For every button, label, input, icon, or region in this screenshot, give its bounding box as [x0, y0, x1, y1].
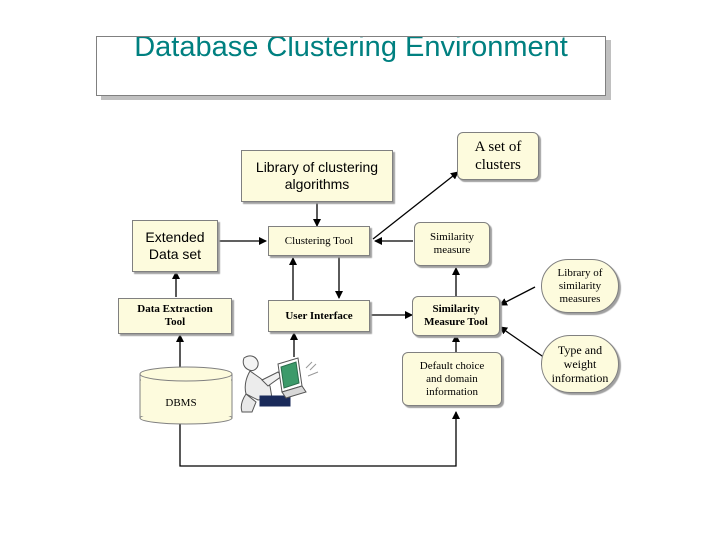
node-library-of-similarity-measures: Library of similarity measures — [541, 259, 619, 313]
node-extended-dataset: Extended Data set — [132, 220, 218, 272]
diagram-title: Database Clustering Environment — [134, 36, 568, 63]
user-at-computer-icon — [232, 352, 328, 418]
arrow-clustering-tool-to-clusters — [372, 171, 459, 240]
node-default-choice: Default choice and domain information — [402, 352, 502, 406]
line-dbms-feedback — [179, 411, 460, 467]
arrow-library-similarity-to-tool — [499, 286, 536, 306]
node-similarity-measure: Similarity measure — [414, 222, 490, 266]
node-set-of-clusters: A set of clusters — [457, 132, 539, 180]
node-user-interface: User Interface — [268, 300, 370, 332]
node-type-and-weight: Type and weight information — [541, 335, 619, 393]
dbms-label: DBMS — [165, 397, 197, 409]
node-data-extraction-tool: Data Extraction Tool — [118, 298, 232, 334]
dbms-cylinder-icon — [139, 366, 233, 425]
arrow-type-weight-to-tool — [499, 326, 546, 359]
node-similarity-measure-tool: Similarity Measure Tool — [412, 296, 500, 336]
node-clustering-tool: Clustering Tool — [268, 226, 370, 256]
node-library-of-clustering-algorithms: Library of clustering algorithms — [241, 150, 393, 202]
title-box: Database Clustering Environment — [96, 36, 606, 96]
